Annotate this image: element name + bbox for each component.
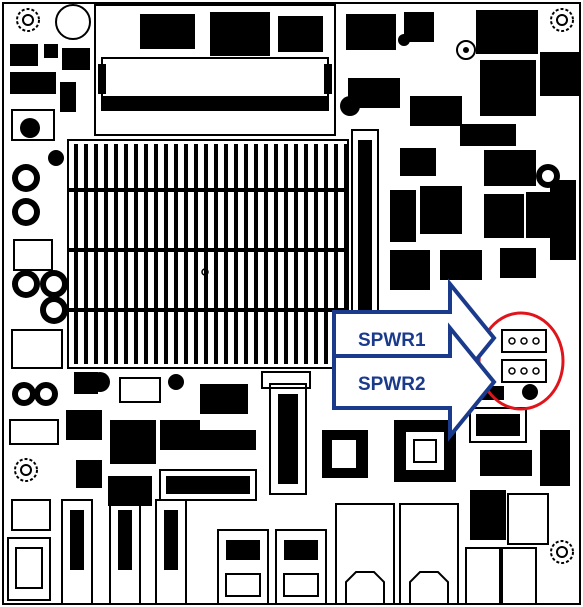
heatsink-fin: [164, 144, 168, 364]
lower-chip-outline: [332, 432, 444, 470]
heatsink-fin: [244, 144, 248, 364]
left-capacitors: [12, 118, 184, 406]
sodimm-slot: [94, 4, 336, 136]
top-right-capacitors: [340, 34, 560, 220]
heatsink-fin: [124, 144, 128, 364]
mounting-hole-top-right: [550, 8, 574, 32]
heatsink-fin: [154, 144, 158, 364]
heatsink-fin: [224, 144, 228, 364]
heatsink-fin: [144, 144, 148, 364]
heatsink: [67, 139, 349, 369]
mounting-hole-mid-left: [14, 458, 38, 482]
heatsink-fin: [114, 144, 118, 364]
heatsink-fin: [344, 144, 348, 364]
heatsink-fin: [334, 144, 338, 364]
heatsink-fin: [214, 144, 218, 364]
heatsink-fins: [74, 144, 348, 364]
io-lan-ports: [335, 503, 459, 605]
coin-battery: [55, 4, 91, 40]
io-usb-ports: [217, 529, 327, 605]
heatsink-fin: [294, 144, 298, 364]
callout-label-spwr2: SPWR2: [358, 374, 426, 395]
heatsink-fin: [324, 144, 328, 364]
heatsink-fin: [254, 144, 258, 364]
callout-label-spwr1: SPWR1: [358, 330, 426, 351]
heatsink-fin: [284, 144, 288, 364]
heatsink-fin: [94, 144, 98, 364]
mounting-hole-top-left: [16, 8, 40, 32]
mounting-hole-center: [456, 40, 476, 60]
heatsink-fin: [174, 144, 178, 364]
heatsink-fin: [314, 144, 318, 364]
callout-arrow-spwr2: SPWR2: [332, 322, 497, 442]
heatsink-fin: [274, 144, 278, 364]
heatsink-fin: [134, 144, 138, 364]
io-power-jack: [7, 499, 187, 605]
heatsink-fin: [184, 144, 188, 364]
left-components: [9, 44, 90, 531]
mounting-hole-bottom-right: [550, 540, 574, 564]
heatsink-fin: [104, 144, 108, 364]
heatsink-fin: [74, 144, 78, 364]
spwr-connectors: [480, 329, 547, 400]
top-right-components: [346, 10, 580, 290]
heatsink-fin: [264, 144, 268, 364]
heatsink-fin: [204, 144, 208, 364]
heatsink-fin: [194, 144, 198, 364]
io-audio-jacks: [465, 490, 549, 605]
heatsink-fin: [234, 144, 238, 364]
heatsink-fin: [304, 144, 308, 364]
heatsink-fin: [84, 144, 88, 364]
